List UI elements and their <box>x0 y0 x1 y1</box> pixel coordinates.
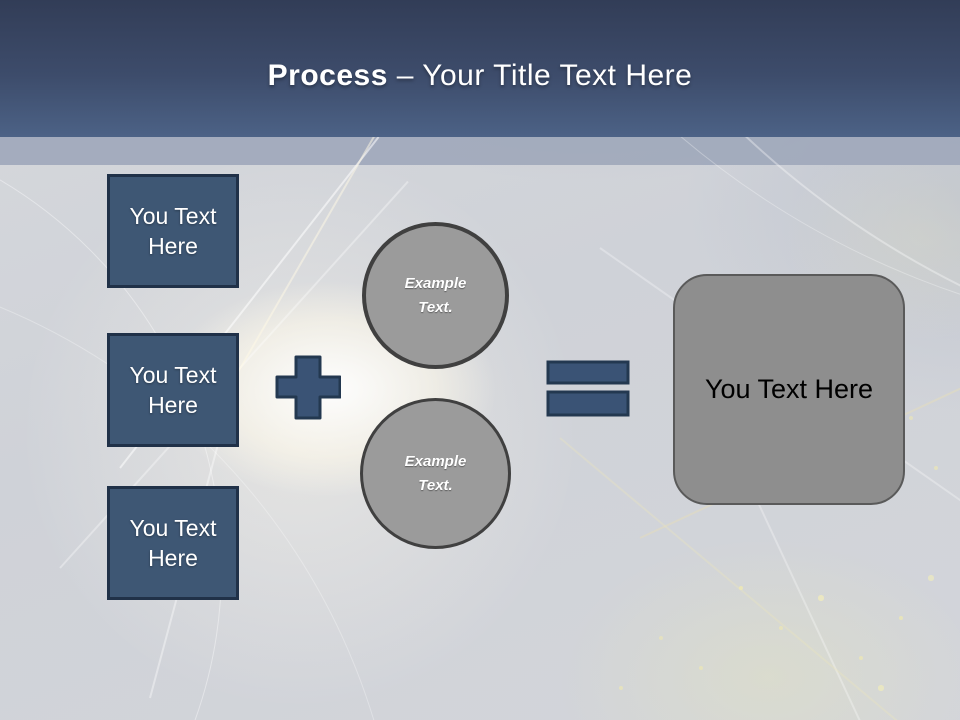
example-circle-1-label: Example Text. <box>404 275 467 316</box>
slide-header: Process – Your Title Text Here <box>0 0 960 137</box>
plus-icon[interactable] <box>275 354 342 420</box>
example-circle-1[interactable]: Example Text. <box>362 222 509 369</box>
result-box-label: You Text Here <box>704 374 874 404</box>
input-box-1-label: You Text Here <box>129 202 217 259</box>
input-box-2-label: You Text Here <box>129 361 217 418</box>
result-box[interactable]: You Text Here <box>673 274 905 505</box>
input-box-3-label: You Text Here <box>129 514 217 571</box>
example-circle-2-label: Example Text. <box>404 453 467 494</box>
title-keyword: Process <box>267 58 388 92</box>
input-box-3[interactable]: You Text Here <box>107 486 239 600</box>
example-circle-2[interactable]: Example Text. <box>360 398 511 549</box>
input-box-1[interactable]: You Text Here <box>107 174 239 288</box>
subheader-band <box>0 137 960 165</box>
input-box-2[interactable]: You Text Here <box>107 333 239 447</box>
page-title[interactable]: Process – Your Title Text Here <box>268 45 693 93</box>
equals-icon[interactable] <box>545 358 631 418</box>
title-subtitle: – Your Title Text Here <box>387 58 693 92</box>
